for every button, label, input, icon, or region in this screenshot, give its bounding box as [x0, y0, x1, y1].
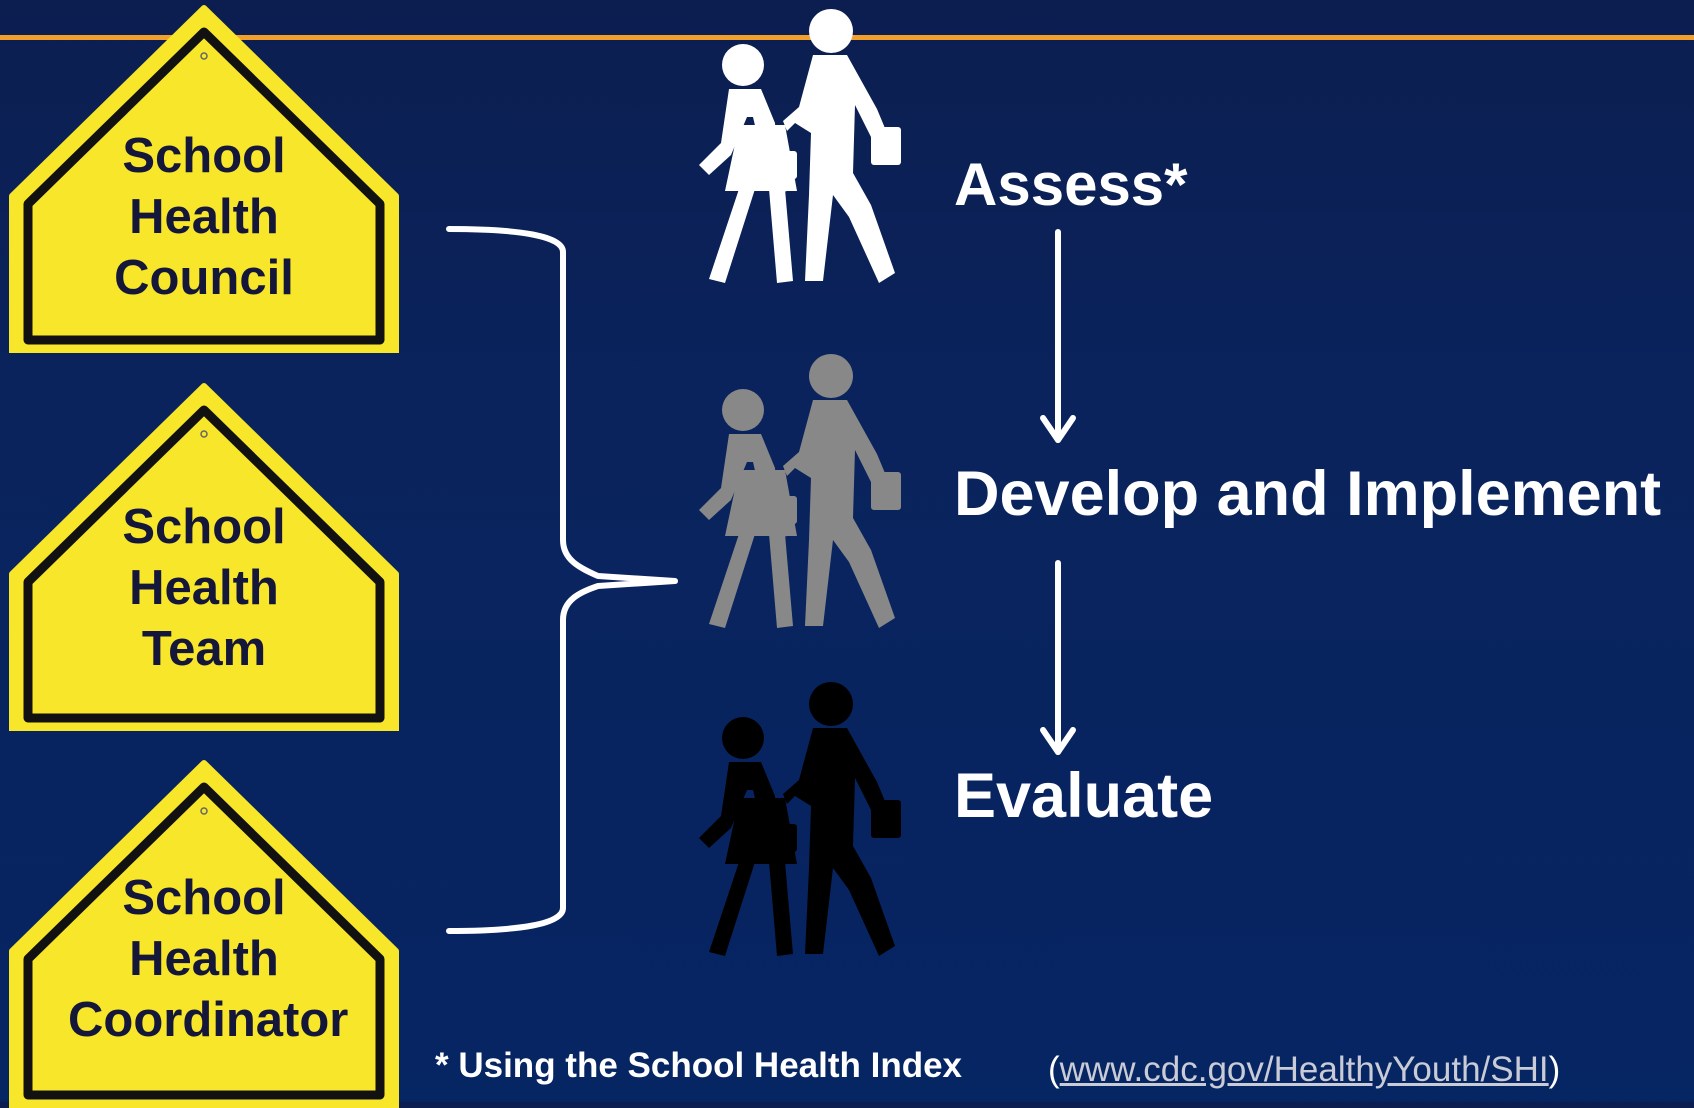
school-crossing-sign-icon	[9, 760, 399, 1108]
step-develop-and-implement: Develop and Implement	[954, 459, 1662, 529]
sign-school-health-team: School Health Team	[8, 380, 400, 731]
sign-label: School Health Council	[68, 126, 340, 309]
sign-school-health-council: School Health Council	[8, 2, 400, 353]
bracket-icon	[446, 226, 678, 934]
sign-line: Team	[141, 622, 267, 676]
shi-link[interactable]: www.cdc.gov/HealthyYouth/SHI	[1059, 1050, 1549, 1089]
sign-line: Health	[129, 561, 279, 615]
walking-students-icon	[699, 682, 901, 956]
sign-line: Health	[129, 190, 279, 244]
sign-line: Health	[129, 932, 279, 986]
school-crossing-sign-icon	[9, 383, 399, 731]
sign-line: School	[122, 871, 286, 925]
sign-line: Council	[114, 251, 294, 305]
footnote-text: * Using the School Health Index	[435, 1046, 963, 1085]
sign-line: School	[122, 500, 286, 554]
sign-line: Coordinator	[68, 993, 349, 1047]
sign-label: School Health Team	[68, 497, 340, 680]
sign-line: School	[122, 129, 286, 183]
walking-students-icon	[699, 9, 901, 283]
step-evaluate: Evaluate	[954, 761, 1214, 831]
open-paren: (	[1048, 1050, 1060, 1089]
school-crossing-sign-icon	[9, 5, 399, 353]
down-arrow-icon	[1040, 560, 1076, 755]
sign-school-health-coordinator: School Health Coordinator	[8, 757, 400, 1108]
close-paren: )	[1548, 1050, 1561, 1089]
sign-label: School Health Coordinator	[68, 868, 349, 1051]
footnote-link-group: (www.cdc.gov/HealthyYouth/SHI)	[1048, 1050, 1560, 1090]
down-arrow-icon	[1040, 229, 1076, 443]
step-assess: Assess*	[954, 151, 1188, 218]
walking-students-icon	[699, 354, 901, 628]
